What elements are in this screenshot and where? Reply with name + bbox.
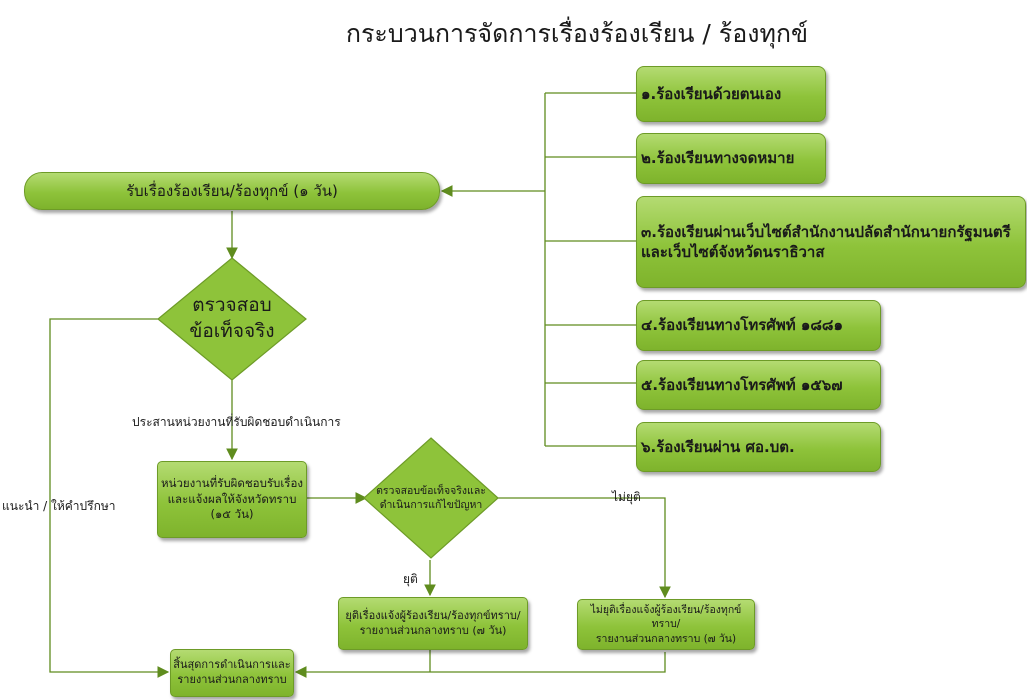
verify-line2: ดำเนินการแก้ไขปัญหา: [379, 499, 483, 511]
yes-ended-label: ยุติ: [403, 572, 418, 586]
channel-website: ๓.ร้องเรียนผ่านเว็บไซต์สำนักงานปลัดสำนัก…: [636, 196, 1026, 288]
channel-label-line2: และเว็บไซต์จังหวัดนราธิวาส: [641, 243, 825, 261]
check-facts-text: ตรวจสอบ ข้อเท็จจริง: [168, 282, 296, 356]
ended-line1: ยุติเรื่องแจ้งผู้ร้องเรียน/ร้องทุกข์ทราบ…: [345, 608, 521, 622]
advise-label: แนะนำ / ให้คำปรึกษา: [2, 499, 116, 513]
channel-label: ๕.ร้องเรียนทางโทรศัพท์ ๑๕๖๗: [641, 375, 843, 394]
advise-loop-connector: [49, 318, 170, 678]
receive-complaint-label: รับเรื่องร้องเรียน/ร้องทุกข์ (๑ วัน): [126, 181, 338, 200]
channel-phone-1567: ๕.ร้องเรียนทางโทรศัพท์ ๑๕๖๗: [636, 360, 881, 410]
finish-line1: สิ้นสุดการดำเนินการและ: [173, 658, 291, 672]
channel-label-line1: ๓.ร้องเรียนผ่านเว็บไซต์สำนักงานปลัดสำนัก…: [641, 222, 1011, 241]
verify-diamond: [363, 437, 499, 559]
responsible-agency-box: หน่วยงานที่รับผิดชอบรับเรื่อง และแจ้งผลใ…: [157, 461, 307, 538]
verify-not-ended-connector: [496, 497, 671, 599]
check-facts-line1: ตรวจสอบ: [192, 294, 272, 317]
receive-complaint-box: รับเรื่องร้องเรียน/ร้องทุกข์ (๑ วัน): [24, 172, 440, 210]
case-not-ended-box: ไม่ยุติเรื่องแจ้งผู้ร้องเรียน/ร้องทุกข์ท…: [577, 599, 755, 650]
channel-walk-in: ๑.ร้องเรียนด้วยตนเอง: [636, 66, 826, 122]
channel-label: ๑.ร้องเรียนด้วยตนเอง: [641, 84, 782, 103]
agency-line1: หน่วยงานที่รับผิดชอบรับเรื่อง: [161, 476, 303, 491]
ended-line2: รายงานส่วนกลางทราบ (๗ วัน): [359, 623, 507, 637]
page-title: กระบวนการจัดการเรื่องร้องเรียน / ร้องทุก…: [345, 19, 809, 48]
channel-label: ๔.ร้องเรียนทางโทรศัพท์ ๑๘๘๑: [641, 316, 844, 335]
channel-sbpac: ๖.ร้องเรียนผ่าน ศอ.บต.: [636, 422, 881, 472]
not-ended-label: ไม่ยุติ: [612, 490, 641, 504]
verify-resolve-text: ตรวจสอบข้อเท็จจริงและ ดำเนินการแก้ไขปัญห…: [366, 476, 496, 520]
finish-line2: รายงานส่วนกลางทราบ: [177, 673, 287, 686]
not-ended-to-finish-connector: [294, 652, 666, 678]
not-ended-line1: ไม่ยุติเรื่องแจ้งผู้ร้องเรียน/ร้องทุกข์ท…: [590, 604, 742, 631]
coordinate-label: ประสานหน่วยงานที่รับผิดชอบดำเนินการ: [132, 415, 341, 429]
not-ended-line2: รายงานส่วนกลางทราบ (๗ วัน): [595, 632, 737, 645]
finish-box: สิ้นสุดการดำเนินการและ รายงานส่วนกลางทรา…: [170, 649, 294, 697]
channel-phone-1881: ๔.ร้องเรียนทางโทรศัพท์ ๑๘๘๑: [636, 300, 881, 351]
check-facts-line2: ข้อเท็จจริง: [189, 320, 275, 342]
case-ended-box: ยุติเรื่องแจ้งผู้ร้องเรียน/ร้องทุกข์ทราบ…: [338, 597, 528, 650]
agency-line2: และแจ้งผลให้จังหวัดทราบ: [167, 491, 297, 506]
channel-label: ๖.ร้องเรียนผ่าน ศอ.บต.: [641, 437, 795, 456]
verify-line1: ตรวจสอบข้อเท็จจริงและ: [376, 484, 486, 497]
channel-mail: ๒.ร้องเรียนทางจดหมาย: [636, 133, 826, 184]
agency-line3: (๑๕ วัน): [210, 507, 254, 522]
check-diamond: [157, 257, 307, 381]
channel-label: ๒.ร้องเรียนทางจดหมาย: [641, 149, 795, 168]
